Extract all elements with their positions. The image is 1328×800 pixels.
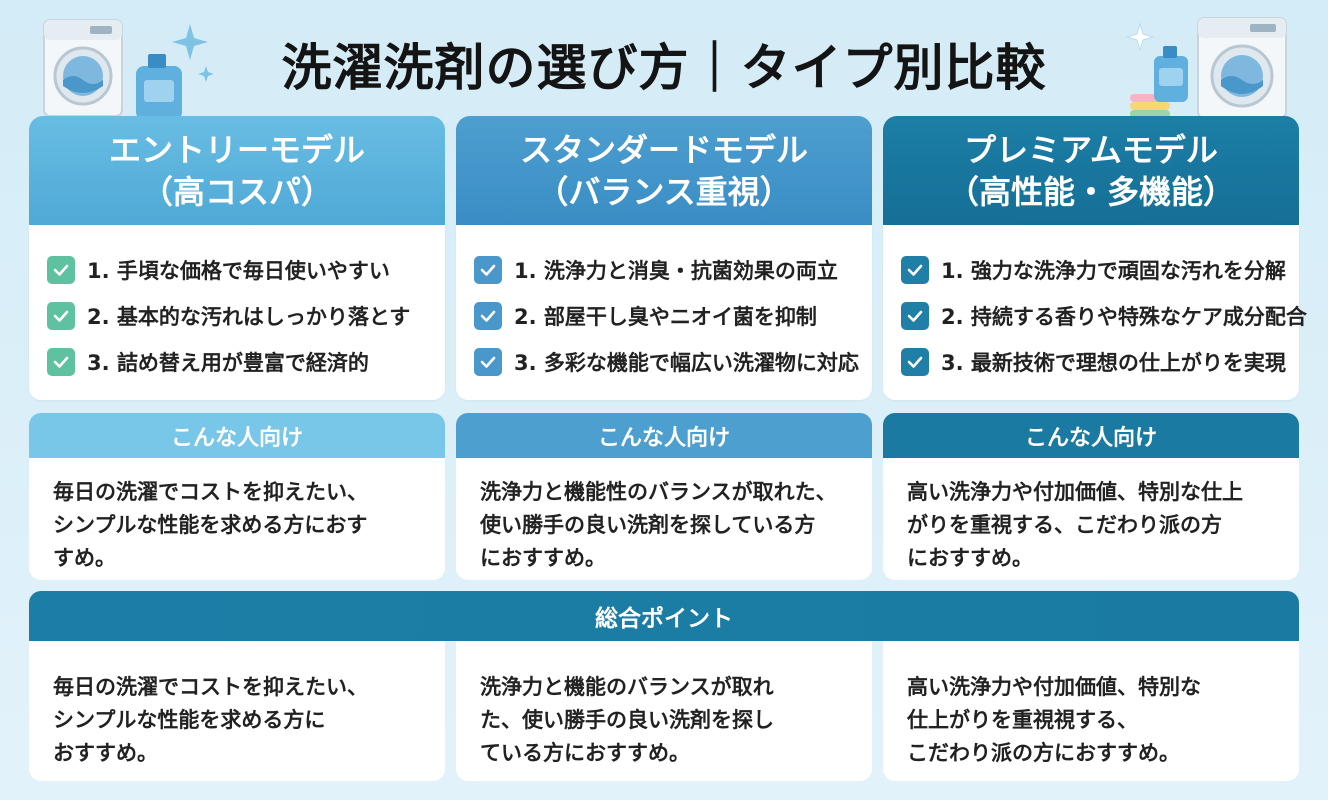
summary-text-premium: 高い洗浄力や付加価値、特別な 仕上がりを重視視する、 こだわり派の方におすすめ。 [883, 641, 1299, 781]
checkbox-icon [474, 256, 502, 284]
text-line: 高い洗浄力や付加価値、特別な仕上 [907, 480, 1243, 504]
column-header-standard: スタンダードモデル （バランス重視） [456, 116, 872, 225]
text-line: シンプルな性能を求める方におす [53, 513, 368, 537]
feature-item: 2. 部屋干し臭やニオイ菌を抑制 [474, 293, 872, 339]
column-subtitle: （高コスパ） [140, 172, 333, 211]
feature-item: 3. 最新技術で理想の仕上がりを実現 [901, 339, 1299, 385]
text-line: におすすめ。 [480, 546, 606, 570]
checkbox-icon [901, 348, 929, 376]
feature-text: 3. 詰め替え用が豊富で経済的 [87, 351, 369, 375]
washing-machine-icon [1197, 17, 1287, 119]
sparkle-icon [1125, 22, 1155, 52]
feature-item: 2. 基本的な汚れはしっかり落とす [47, 293, 445, 339]
column-name: スタンダードモデル [519, 130, 808, 169]
feature-text: 3. 最新技術で理想の仕上がりを実現 [941, 351, 1286, 375]
checkbox-icon [47, 302, 75, 330]
column-name: プレミアムモデル [964, 130, 1218, 169]
who-for-text-entry: 毎日の洗濯でコストを抑えたい、 シンプルな性能を求める方におす すめ。 [29, 458, 445, 580]
who-for-header-premium: こんな人向け [883, 413, 1299, 458]
text-line: シンプルな性能を求める方に [53, 708, 326, 732]
feature-text: 1. 強力な洗浄力で頑固な汚れを分解 [941, 259, 1286, 283]
text-line: 仕上がりを重視視する、 [907, 708, 1138, 732]
feature-item: 1. 強力な洗浄力で頑固な汚れを分解 [901, 247, 1299, 293]
text-line: 毎日の洗濯でコストを抑えたい、 [53, 675, 368, 699]
detergent-bottle-icon [1154, 46, 1188, 102]
summary-text-entry: 毎日の洗濯でコストを抑えたい、 シンプルな性能を求める方に おすすめ。 [29, 641, 445, 781]
feature-list-standard: 1. 洗浄力と消臭・抗菌効果の両立 2. 部屋干し臭やニオイ菌を抑制 3. 多彩… [456, 225, 872, 400]
checkbox-icon [47, 256, 75, 284]
text-line: 洗浄力と機能のバランスが取れ [480, 675, 774, 699]
feature-text: 2. 部屋干し臭やニオイ菌を抑制 [514, 305, 817, 329]
column-header-premium: プレミアムモデル （高性能・多機能） [883, 116, 1299, 225]
text-line: すめ。 [53, 546, 116, 570]
feature-text: 3. 多彩な機能で幅広い洗濯物に対応 [514, 351, 859, 375]
feature-item: 3. 詰め替え用が豊富で経済的 [47, 339, 445, 385]
text-line: た、使い勝手の良い洗剤を探し [480, 708, 774, 732]
text-line: こだわり派の方におすすめ。 [907, 741, 1180, 765]
checkbox-icon [474, 302, 502, 330]
text-line: 高い洗浄力や付加価値、特別な [907, 675, 1201, 699]
who-for-header-entry: こんな人向け [29, 413, 445, 458]
feature-item: 1. 洗浄力と消臭・抗菌効果の両立 [474, 247, 872, 293]
column-header-entry: エントリーモデル （高コスパ） [29, 116, 445, 225]
summary-header: 総合ポイント [29, 591, 1299, 641]
checkbox-icon [47, 348, 75, 376]
feature-list-premium: 1. 強力な洗浄力で頑固な汚れを分解 2. 持続する香りや特殊なケア成分配合 3… [883, 225, 1307, 400]
washing-machine-icon [43, 19, 123, 117]
text-line: ている方におすすめ。 [480, 741, 690, 765]
column-subtitle: （バランス重視） [536, 172, 792, 211]
text-line: おすすめ。 [53, 741, 158, 765]
text-line: におすすめ。 [907, 546, 1033, 570]
feature-text: 2. 持続する香りや特殊なケア成分配合 [941, 305, 1307, 329]
text-line: 洗浄力と機能性のバランスが取れた、 [480, 480, 837, 504]
feature-text: 2. 基本的な汚れはしっかり落とす [87, 305, 411, 329]
who-for-text-standard: 洗浄力と機能性のバランスが取れた、 使い勝手の良い洗剤を探している方 におすすめ… [456, 458, 872, 580]
column-name: エントリーモデル [108, 130, 365, 169]
feature-item: 1. 手頃な価格で毎日使いやすい [47, 247, 445, 293]
washing-machine-illustration-left [43, 19, 214, 120]
who-for-text-premium: 高い洗浄力や付加価値、特別な仕上 がりを重視する、こだわり派の方 におすすめ。 [883, 458, 1299, 580]
text-line: 使い勝手の良い洗剤を探している方 [480, 513, 816, 537]
text-line: 毎日の洗濯でコストを抑えたい、 [53, 480, 368, 504]
sparkle-icon [172, 24, 214, 82]
feature-text: 1. 手頃な価格で毎日使いやすい [87, 259, 390, 283]
summary-text-standard: 洗浄力と機能のバランスが取れ た、使い勝手の良い洗剤を探し ている方におすすめ。 [456, 641, 872, 781]
feature-list-entry: 1. 手頃な価格で毎日使いやすい 2. 基本的な汚れはしっかり落とす 3. 詰め… [29, 225, 445, 400]
checkbox-icon [901, 256, 929, 284]
feature-item: 3. 多彩な機能で幅広い洗濯物に対応 [474, 339, 872, 385]
column-subtitle: （高性能・多機能） [946, 172, 1235, 211]
feature-item: 2. 持続する香りや特殊なケア成分配合 [901, 293, 1307, 339]
page-title: 洗濯洗剤の選び方｜タイプ別比較 [281, 39, 1047, 97]
checkbox-icon [901, 302, 929, 330]
washing-machine-illustration-right [1125, 17, 1287, 119]
detergent-bottle-icon [136, 54, 182, 120]
who-for-header-standard: こんな人向け [456, 413, 872, 458]
feature-text: 1. 洗浄力と消臭・抗菌効果の両立 [514, 259, 838, 283]
text-line: がりを重視する、こだわり派の方 [907, 513, 1222, 537]
checkbox-icon [474, 348, 502, 376]
